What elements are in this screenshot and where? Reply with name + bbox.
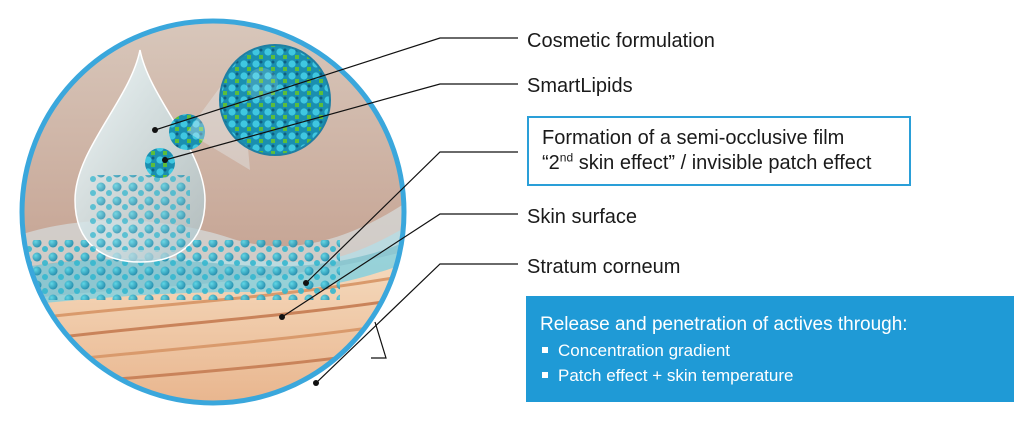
film-line-2-sup: nd [559, 150, 574, 165]
leader-dot [303, 280, 309, 286]
layer-line [22, 296, 404, 344]
leader-dot [279, 314, 285, 320]
sphere-highlight [246, 68, 278, 100]
leader-lines [154, 37, 518, 384]
film-line-1: Formation of a semi-occlusive film [542, 127, 845, 149]
release-bullet-text: Patch effect + skin temperature [558, 366, 794, 385]
film-line-2: “2nd skin effect” / invisible patch effe… [542, 151, 909, 176]
leader-film [305, 151, 518, 284]
leader-dot [313, 380, 319, 386]
bullet-icon [542, 347, 548, 354]
release-info-box: Release and penetration of actives throu… [526, 296, 1014, 402]
label-stratum-corneum: Stratum corneum [527, 256, 681, 278]
lipid-particle-sphere [145, 148, 175, 178]
film-line-2-prefix: “2 [542, 152, 560, 174]
leader-endpoints [152, 127, 319, 386]
release-bullet: Patch effect + skin temperature [540, 365, 1014, 387]
bullet-icon [542, 372, 548, 379]
leader-dot [152, 127, 158, 133]
release-title: Release and penetration of actives throu… [540, 314, 908, 335]
bracket-stratum-corneum [371, 321, 387, 359]
layer-line [22, 273, 404, 322]
leader-dot [162, 157, 168, 163]
droplet-lipids [90, 175, 190, 250]
film-line-2-suffix: skin effect” / invisible patch effect [573, 152, 872, 174]
label-smartlipids: SmartLipids [527, 75, 633, 97]
smartlipid-particle [219, 44, 331, 156]
leader-cosmetic-formulation [154, 37, 518, 131]
leader-smartlipids [164, 83, 518, 161]
label-skin-surface: Skin surface [527, 206, 638, 228]
leader-stratum-corneum [315, 263, 518, 384]
release-bullet: Concentration gradient [540, 340, 1014, 362]
film-formation-box: Formation of a semi-occlusive film “2nd … [527, 116, 911, 186]
release-bullet-text: Concentration gradient [558, 341, 731, 360]
magnifier-ring [19, 18, 407, 406]
label-cosmetic-formulation: Cosmetic formulation [527, 30, 715, 52]
leader-skin-surface [281, 213, 518, 318]
scene [22, 21, 404, 403]
